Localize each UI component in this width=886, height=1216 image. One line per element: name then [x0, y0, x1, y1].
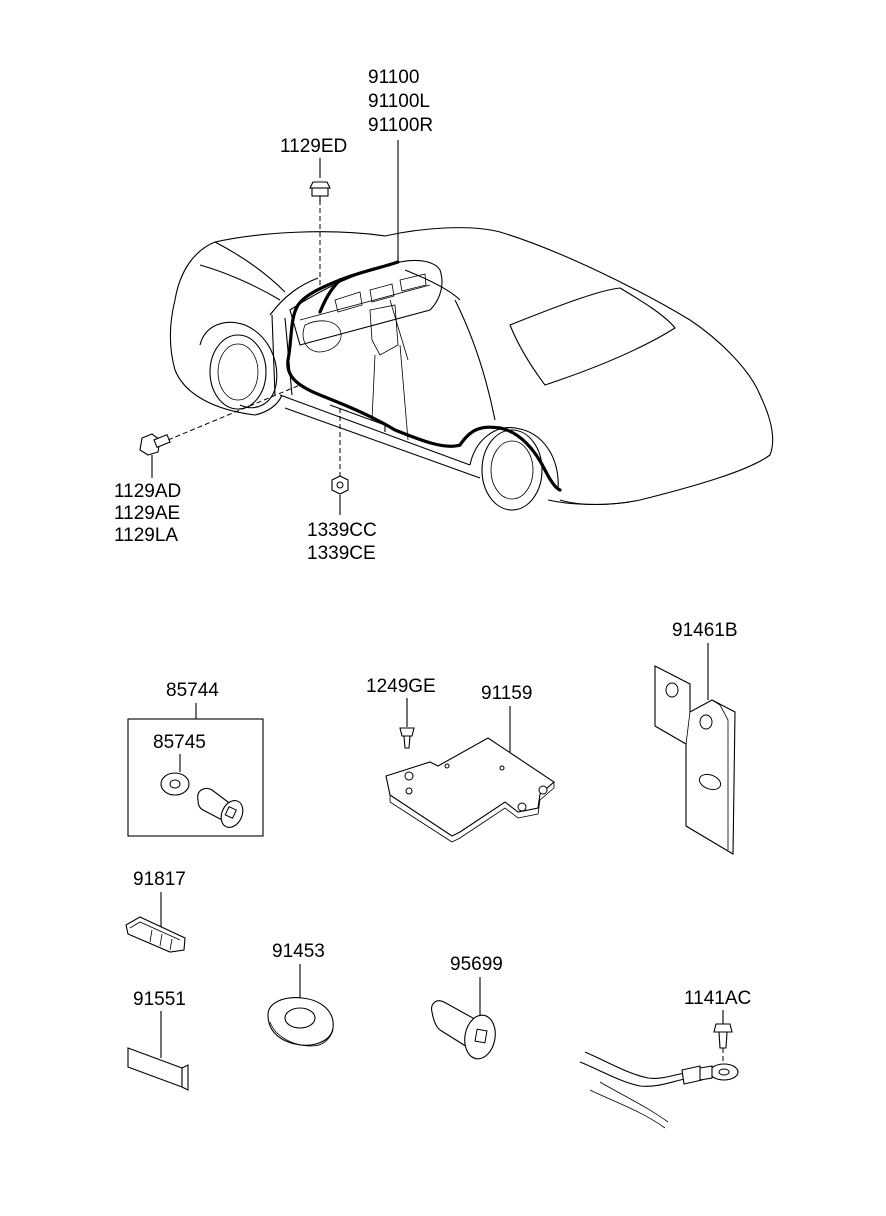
bracket-plate-icon — [385, 737, 555, 837]
screw-icon — [399, 727, 415, 749]
protector-icon — [127, 1047, 183, 1088]
kit-box — [127, 718, 264, 837]
label-1141AC: 1141AC — [684, 988, 751, 1009]
label-91453: 91453 — [272, 941, 325, 962]
round-grommet-group: 95699 — [431, 954, 503, 1060]
label-91100: 91100 — [368, 67, 419, 88]
washer-icon — [160, 772, 190, 796]
clip-icon — [125, 916, 186, 953]
grommet-icon — [197, 787, 244, 828]
side-bracket-group: 91461B — [654, 620, 738, 855]
oval-grommet-icon — [267, 997, 334, 1047]
label-85745: 85745 — [153, 732, 206, 753]
label-1339CC: 1339CC — [307, 520, 377, 541]
ring-terminal-icon — [699, 1063, 739, 1081]
ground-bolt-group: 1141AC — [579, 988, 751, 1129]
ground-cable — [579, 1061, 691, 1087]
bolt-icon — [309, 181, 331, 205]
label-1129AD: 1129AD — [114, 481, 181, 502]
round-grommet-icon — [431, 1000, 496, 1060]
side-bracket-icon — [654, 665, 736, 855]
plate-group: 1249GE 91159 — [366, 676, 555, 843]
car-body — [169, 227, 774, 511]
label-1129AE: 1129AE — [114, 503, 180, 524]
label-91100L: 91100L — [368, 91, 430, 112]
label-1249GE: 1249GE — [366, 676, 436, 697]
protector-group: 91551 — [127, 989, 189, 1091]
grommet-kit-85744: 85744 85745 — [127, 680, 264, 837]
clip-group: 91817 — [125, 869, 186, 953]
label-1129ED: 1129ED — [280, 136, 347, 157]
nut-icon — [331, 475, 349, 495]
harness-branch — [318, 278, 342, 314]
label-91100R: 91100R — [368, 115, 433, 136]
main-harness-wire — [286, 260, 562, 492]
label-91159: 91159 — [481, 683, 532, 704]
label-95699: 95699 — [450, 954, 503, 975]
label-91461B: 91461B — [672, 620, 738, 641]
oval-grommet-group: 91453 — [267, 941, 334, 1047]
ground-bolt-icon — [713, 1023, 733, 1049]
dashboard — [289, 259, 443, 441]
label-1339CE: 1339CE — [307, 543, 376, 564]
label-91551: 91551 — [133, 989, 186, 1010]
leader-1129AD — [167, 384, 301, 441]
label-1129LA: 1129LA — [114, 525, 178, 546]
label-91817: 91817 — [133, 869, 186, 890]
label-85744: 85744 — [166, 680, 219, 701]
bolt-icon — [139, 433, 171, 456]
